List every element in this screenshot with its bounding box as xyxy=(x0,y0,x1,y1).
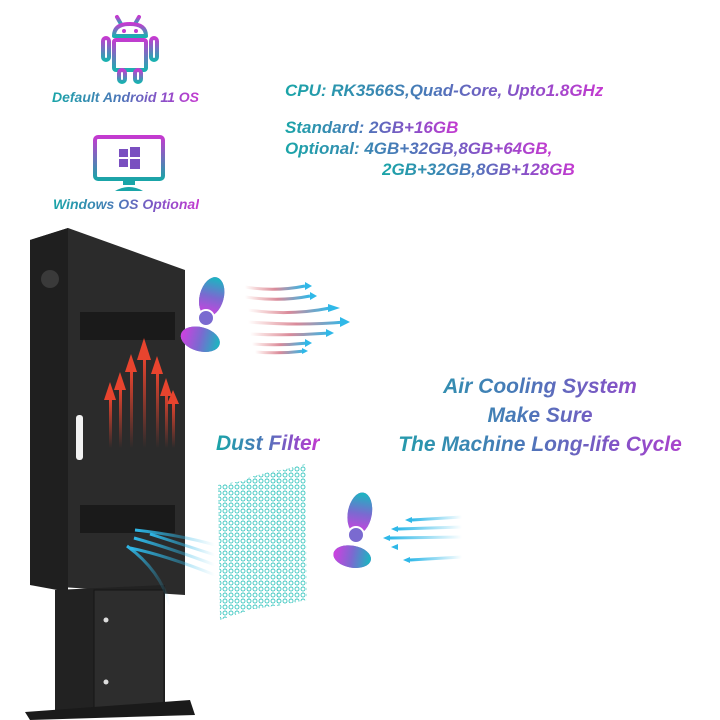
exhaust-air-arrows xyxy=(244,284,346,355)
optional-spec-line2: 2GB+32GB,8GB+128GB xyxy=(382,160,575,179)
exhaust-fan-icon xyxy=(180,277,225,352)
cpu-spec: CPU: RK3566S,Quad-Core, Upto1.8GHz xyxy=(285,81,604,100)
windows-monitor-icon xyxy=(93,135,165,193)
cabinet-body xyxy=(30,228,185,595)
dust-filter-panels xyxy=(218,464,307,620)
incoming-air-arrows xyxy=(389,515,463,562)
optional-spec-line1: Optional: 4GB+32GB,8GB+64GB, xyxy=(285,139,553,158)
windows-os-label: Windows OS Optional xyxy=(53,196,200,212)
intake-air-arrows xyxy=(126,528,216,606)
cooling-line2: Make Sure xyxy=(360,401,720,430)
intake-fan-icon xyxy=(333,492,373,568)
cooling-line1: Air Cooling System xyxy=(360,372,720,401)
standard-spec: Standard: 2GB+16GB xyxy=(285,118,459,137)
android-os-label: Default Android 11 OS xyxy=(52,89,200,105)
dust-filter-label: Dust Filter xyxy=(216,432,320,455)
android-icon xyxy=(100,14,160,84)
cabinet-stand xyxy=(25,585,195,720)
cooling-line3: The Machine Long-life Cycle xyxy=(360,430,720,459)
cooling-headline: Air Cooling System Make Sure The Machine… xyxy=(360,372,720,459)
hot-air-arrows xyxy=(104,338,179,448)
cabinet-illustration xyxy=(0,220,720,720)
